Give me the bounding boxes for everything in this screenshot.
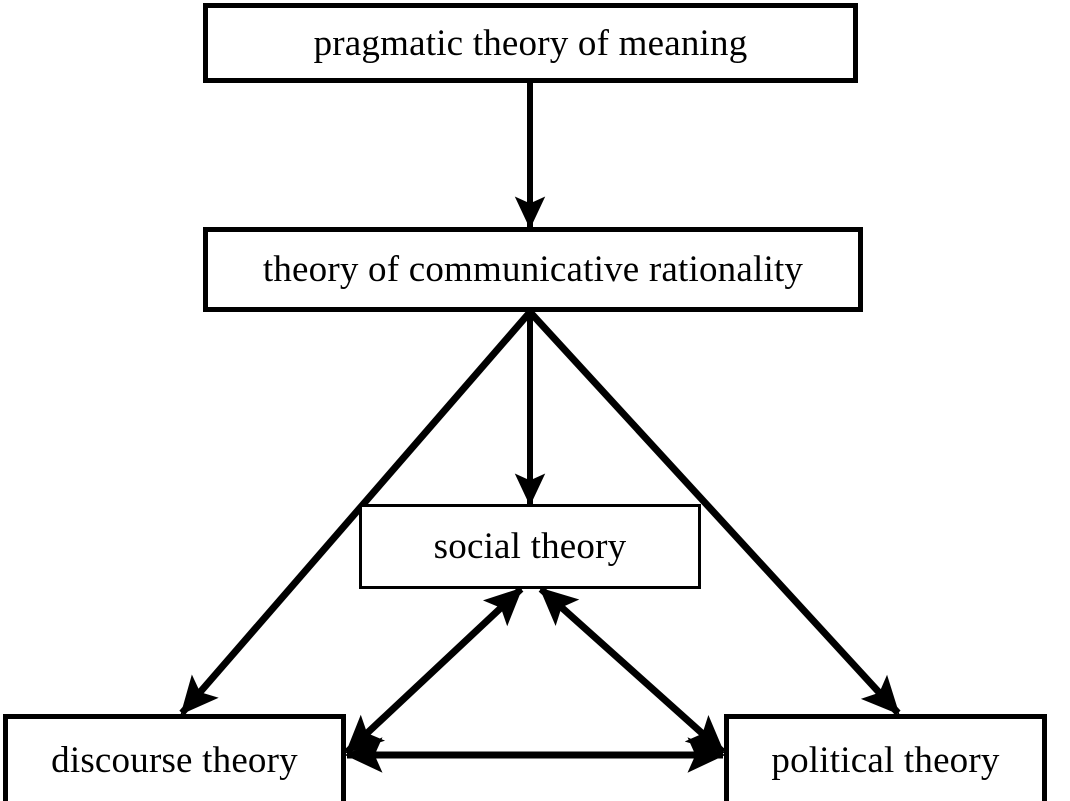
node-political-theory[interactable]: political theory — [724, 714, 1047, 801]
node-discourse-theory[interactable]: discourse theory — [3, 714, 346, 801]
node-label: political theory — [771, 739, 1000, 781]
node-pragmatic-theory-of-meaning[interactable]: pragmatic theory of meaning — [203, 3, 858, 83]
edge-discourse-social-bidirectional — [344, 586, 524, 755]
node-label: pragmatic theory of meaning — [313, 22, 748, 64]
node-theory-of-communicative-rationality[interactable]: theory of communicative rationality — [203, 227, 863, 312]
edge-political-social-bidirectional — [538, 586, 726, 755]
node-social-theory[interactable]: social theory — [359, 504, 701, 589]
node-label: discourse theory — [51, 739, 298, 781]
node-label: social theory — [433, 526, 627, 567]
node-label: theory of communicative rationality — [262, 249, 804, 290]
